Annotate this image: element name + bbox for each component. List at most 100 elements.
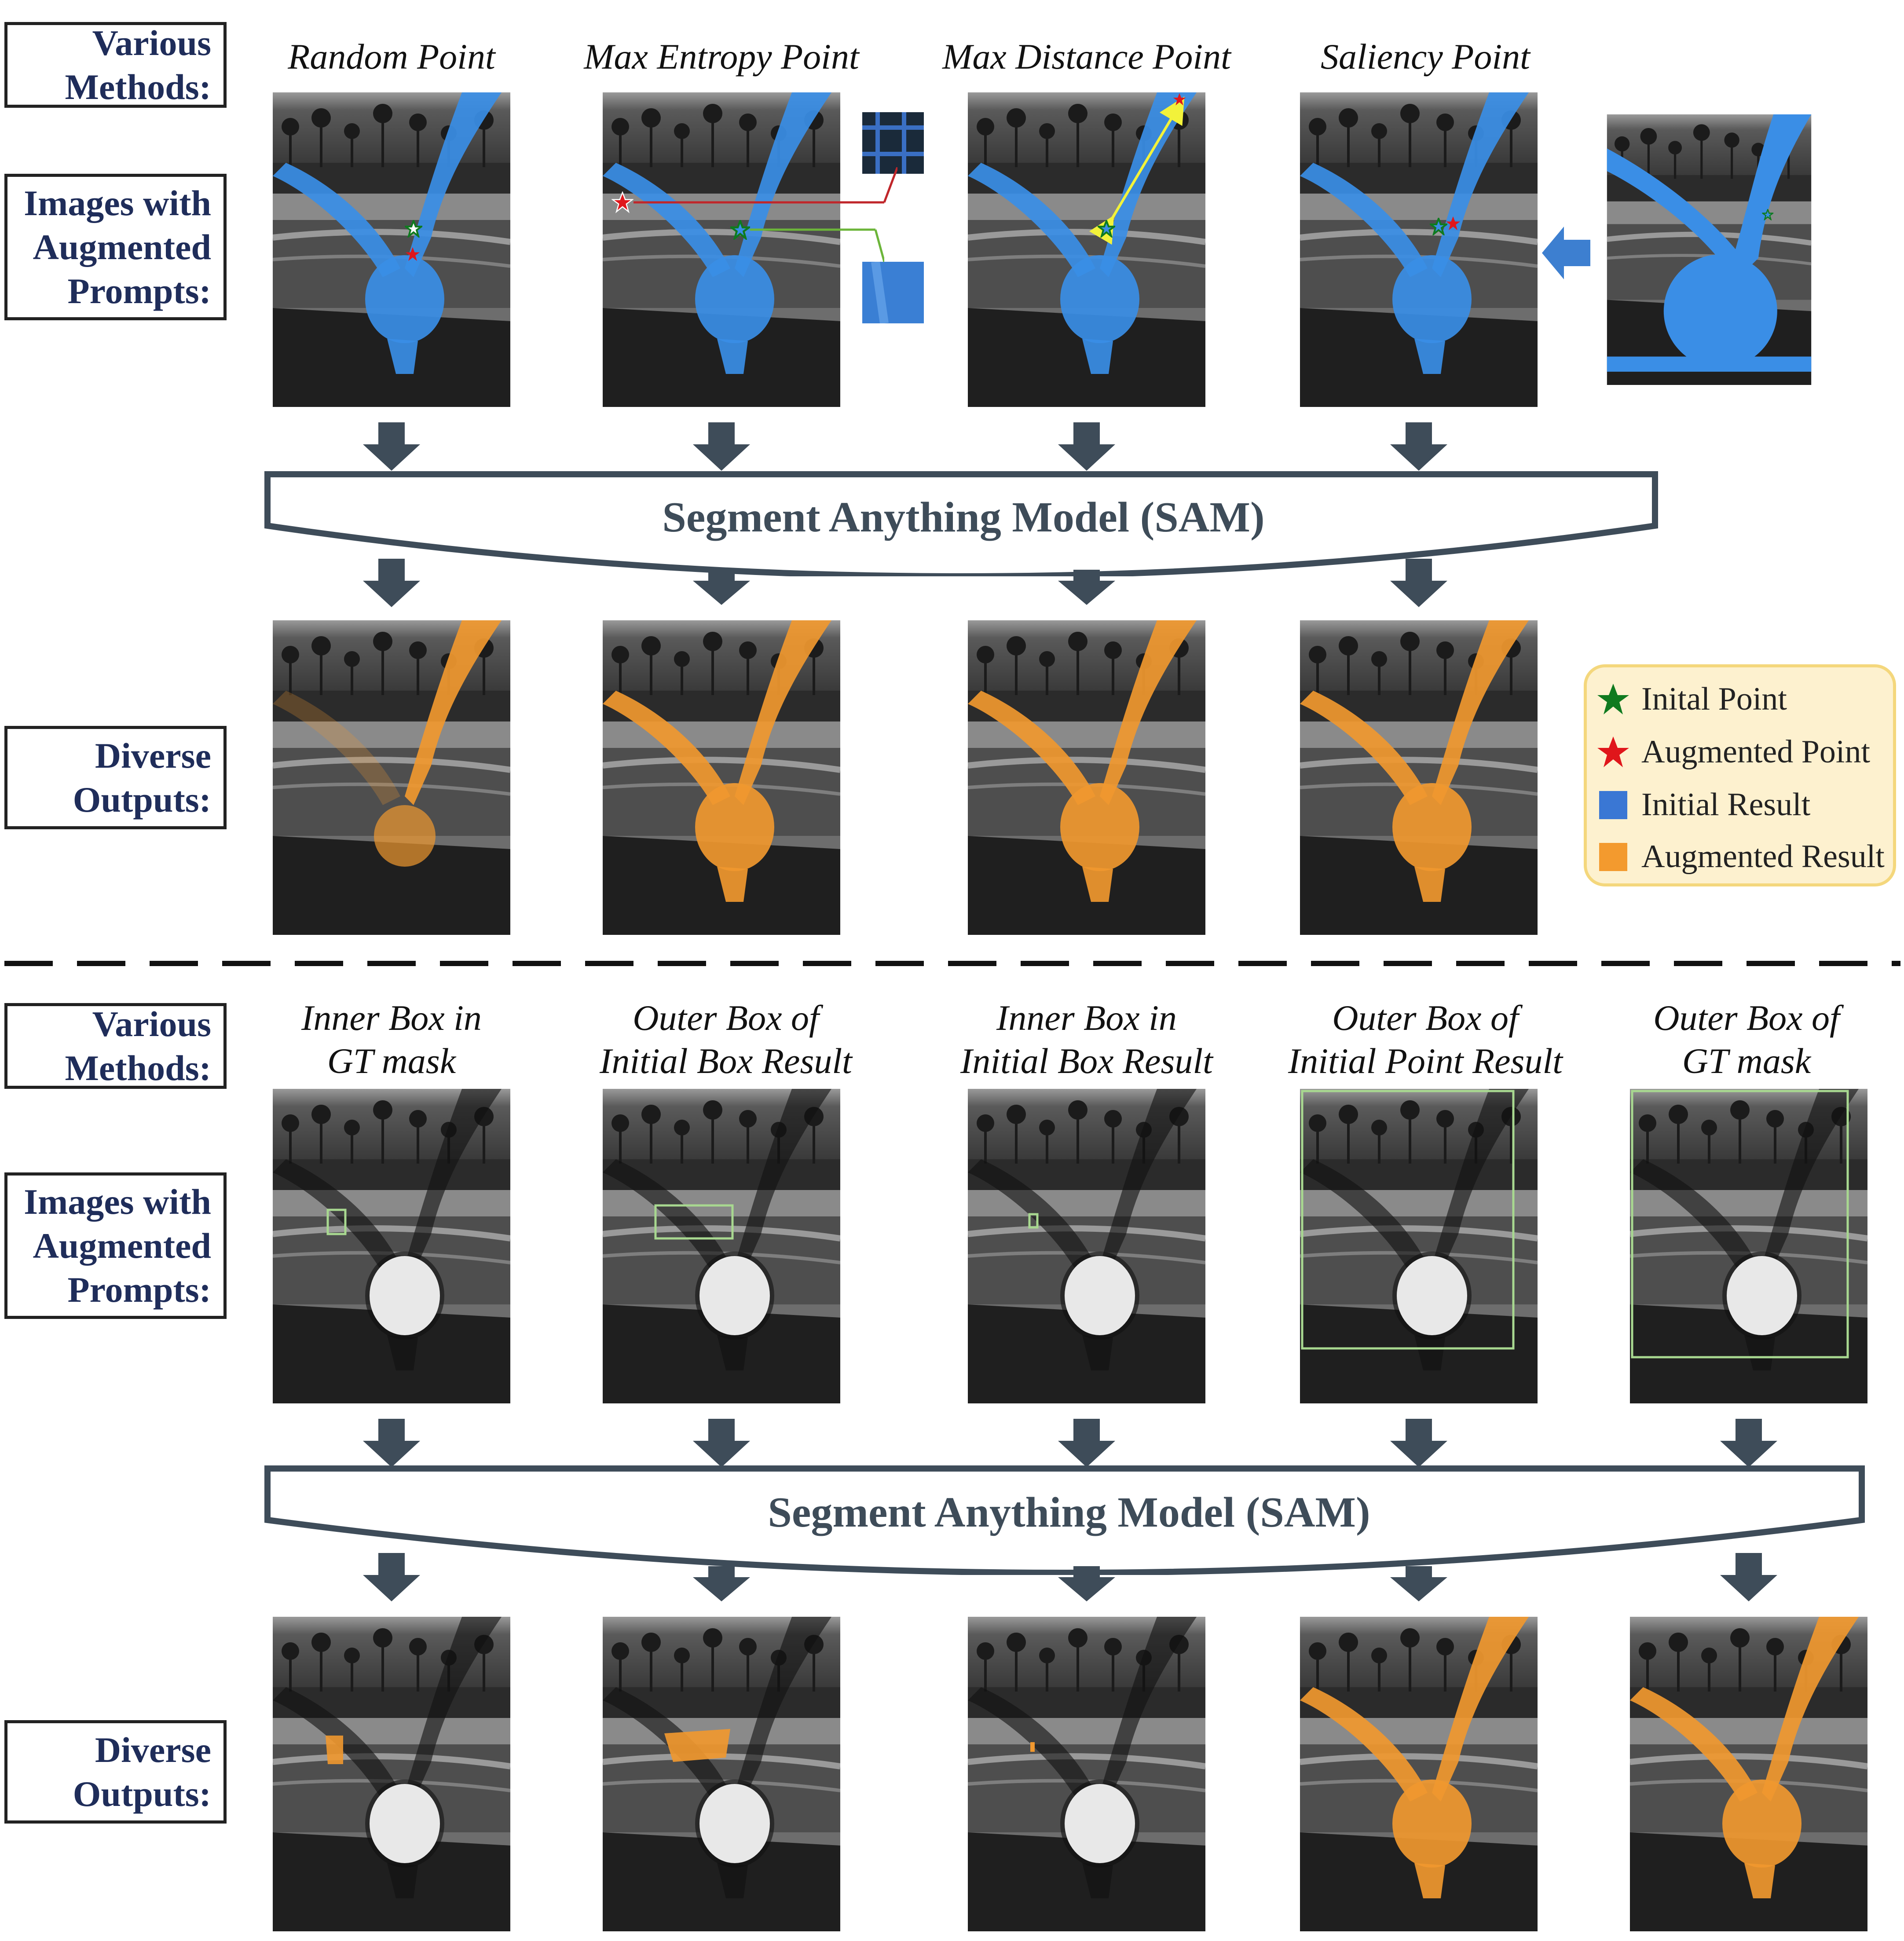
label-line: Prompts: bbox=[67, 271, 211, 311]
entropy-link-low bbox=[840, 228, 884, 262]
title-line: Inner Box in bbox=[996, 998, 1177, 1038]
arrow-down-icon bbox=[1390, 1419, 1447, 1467]
arrow-down-icon bbox=[693, 570, 750, 605]
prompt-image-outer-box-initial-point bbox=[1300, 1089, 1538, 1403]
column-title: Max Entropy Point bbox=[584, 37, 859, 77]
legend-item: Inital Point bbox=[1596, 681, 1787, 718]
title-line: GT mask bbox=[327, 1041, 456, 1081]
prompt-image-saliency bbox=[1300, 92, 1538, 407]
square-icon bbox=[1599, 791, 1627, 819]
label-line: Outputs: bbox=[73, 1773, 211, 1814]
arrow-down-icon bbox=[1390, 1566, 1447, 1601]
prompt-image-inner-box-initial-box bbox=[968, 1089, 1205, 1403]
arrow-down-icon bbox=[693, 1566, 750, 1601]
arrow-down-icon bbox=[363, 422, 420, 471]
saliency-map-image bbox=[1597, 114, 1821, 385]
row-label-outputs: Diverse Outputs: bbox=[4, 1720, 227, 1824]
title-line: Inner Box in bbox=[301, 998, 482, 1038]
prompt-image-max-entropy bbox=[603, 92, 840, 407]
row-label-outputs: Diverse Outputs: bbox=[4, 726, 227, 829]
label-line: Methods: bbox=[65, 1047, 211, 1088]
legend-label: Augmented Point bbox=[1641, 734, 1871, 770]
title-line: Outer Box of bbox=[1332, 998, 1519, 1038]
output-image-random-point bbox=[273, 620, 510, 935]
entropy-link-high bbox=[840, 167, 897, 204]
column-title: Max Distance Point bbox=[942, 37, 1231, 77]
prompt-box bbox=[654, 1204, 734, 1240]
legend-label: Initial Result bbox=[1641, 787, 1811, 823]
label-line: Various bbox=[92, 22, 211, 63]
output-image-max-entropy bbox=[603, 620, 840, 935]
legend-label: Inital Point bbox=[1641, 681, 1787, 717]
label-line: Diverse bbox=[95, 1729, 211, 1770]
arrow-down-icon bbox=[693, 1419, 750, 1467]
output-image-outer-box-initial-box bbox=[603, 1617, 840, 1931]
sam-model-label: Segment Anything Model (SAM) bbox=[768, 1489, 1370, 1536]
row-label-prompts: Images with Augmented Prompts: bbox=[4, 1172, 227, 1319]
label-line: Methods: bbox=[65, 66, 211, 107]
title-line: Outer Box of bbox=[1653, 998, 1840, 1038]
arrow-down-icon bbox=[1058, 570, 1115, 605]
output-image-max-distance bbox=[968, 620, 1205, 935]
star-icon bbox=[1596, 682, 1631, 717]
row-label-prompts: Images with Augmented Prompts: bbox=[4, 174, 227, 320]
arrow-down-icon bbox=[1390, 422, 1447, 471]
label-line: Outputs: bbox=[73, 779, 211, 820]
star-icon bbox=[1596, 735, 1631, 770]
label-line: Various bbox=[92, 1003, 211, 1044]
arrow-down-icon bbox=[1058, 422, 1115, 471]
label-line: Augmented bbox=[33, 227, 211, 267]
row-label-methods: Various Methods: bbox=[4, 1003, 227, 1089]
legend-item: Augmented Result bbox=[1596, 838, 1885, 875]
title-line: Initial Box Result bbox=[600, 1041, 852, 1081]
entropy-zoom-patch-high bbox=[862, 112, 924, 174]
output-image-saliency bbox=[1300, 620, 1538, 935]
distance-arrow bbox=[1089, 96, 1185, 245]
arrow-down-icon bbox=[1058, 1419, 1115, 1467]
arrow-down-icon bbox=[363, 1553, 420, 1601]
legend-label: Augmented Result bbox=[1641, 839, 1885, 875]
prompt-image-inner-box-gt bbox=[273, 1089, 510, 1403]
title-line: Outer Box of bbox=[633, 998, 819, 1038]
output-image-outer-box-gt bbox=[1630, 1617, 1867, 1931]
prompt-box bbox=[1301, 1090, 1515, 1350]
prompt-image-outer-box-initial-box bbox=[603, 1089, 840, 1403]
legend-item: Initial Result bbox=[1596, 786, 1810, 824]
arrow-down-icon bbox=[1390, 559, 1447, 607]
prompt-box bbox=[1631, 1090, 1849, 1359]
column-title: Inner Box in GT mask bbox=[251, 996, 532, 1083]
column-title: Saliency Point bbox=[1321, 37, 1530, 77]
entropy-zoom-patch-low bbox=[862, 262, 924, 323]
title-line: GT mask bbox=[1682, 1041, 1811, 1081]
label-line: Images with bbox=[24, 183, 211, 223]
column-title: Outer Box of Initial Point Result bbox=[1271, 996, 1579, 1083]
prompt-box bbox=[326, 1209, 347, 1235]
legend: Inital Point Augmented Point Initial Res… bbox=[1584, 664, 1896, 886]
column-title: Random Point bbox=[288, 37, 495, 77]
label-line: Augmented bbox=[33, 1225, 211, 1266]
arrow-down-icon bbox=[363, 1419, 420, 1467]
column-title: Outer Box of GT mask bbox=[1606, 996, 1887, 1083]
arrow-down-icon bbox=[693, 422, 750, 471]
label-line: Images with bbox=[24, 1181, 211, 1222]
output-image-outer-box-initial-point bbox=[1300, 1617, 1538, 1931]
column-title: Inner Box in Initial Box Result bbox=[933, 996, 1241, 1083]
column-title: Outer Box of Initial Box Result bbox=[572, 996, 880, 1083]
prompt-image-max-distance bbox=[968, 92, 1205, 407]
prompt-image-random-point bbox=[273, 92, 510, 407]
title-line: Initial Box Result bbox=[960, 1041, 1213, 1081]
arrow-down-icon bbox=[1720, 1419, 1777, 1467]
row-label-methods: Various Methods: bbox=[4, 22, 227, 108]
output-image-inner-box-gt bbox=[273, 1617, 510, 1931]
label-line: Prompts: bbox=[67, 1269, 211, 1310]
sam-model-banner bbox=[264, 471, 1658, 576]
saliency-map-arrow bbox=[1542, 227, 1590, 279]
prompt-image-outer-box-gt bbox=[1630, 1089, 1867, 1403]
section-divider bbox=[4, 961, 1900, 966]
label-line: Diverse bbox=[95, 735, 211, 776]
sam-model-label: Segment Anything Model (SAM) bbox=[662, 494, 1265, 541]
square-icon bbox=[1599, 842, 1627, 871]
arrow-down-icon bbox=[363, 559, 420, 607]
arrow-down-icon bbox=[1720, 1553, 1777, 1601]
arrow-down-icon bbox=[1058, 1566, 1115, 1601]
